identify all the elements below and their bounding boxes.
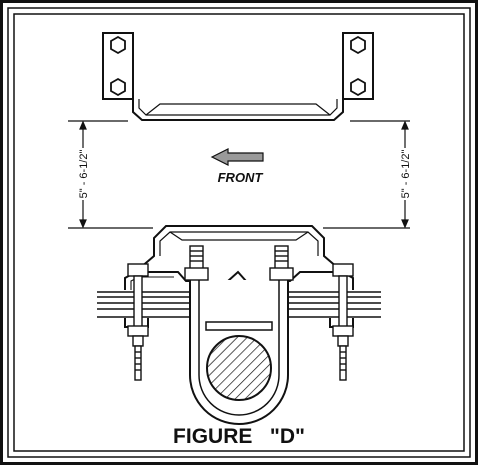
side-bolt-right [332,263,354,381]
axle-assembly [189,280,289,425]
dimension-right-label: 5" - 6-1/2" [400,150,412,199]
dimension-lines [68,120,410,229]
figure-caption: FIGURE "D" [173,425,305,448]
side-bolt-left [127,263,149,381]
top-right-hole-upper-icon [350,35,366,55]
top-bracket-channel-inner [138,99,338,116]
top-right-hole-lower-icon [350,77,366,97]
front-label: FRONT [218,170,264,185]
top-bracket [102,32,374,121]
bottom-bracket [139,225,339,269]
top-left-hole-lower-icon [110,77,126,97]
top-bracket-channel-face [145,103,331,116]
dimension-left-label: 5" - 6-1/2" [78,150,90,199]
inner-frame [13,13,465,452]
top-bracket-channel [132,96,344,121]
arrow-left-icon [210,148,264,166]
u-bolt-nuts [184,245,294,281]
inner-border [7,7,471,458]
hatched-circle-icon [206,335,272,401]
top-left-hole-upper-icon [110,35,126,55]
